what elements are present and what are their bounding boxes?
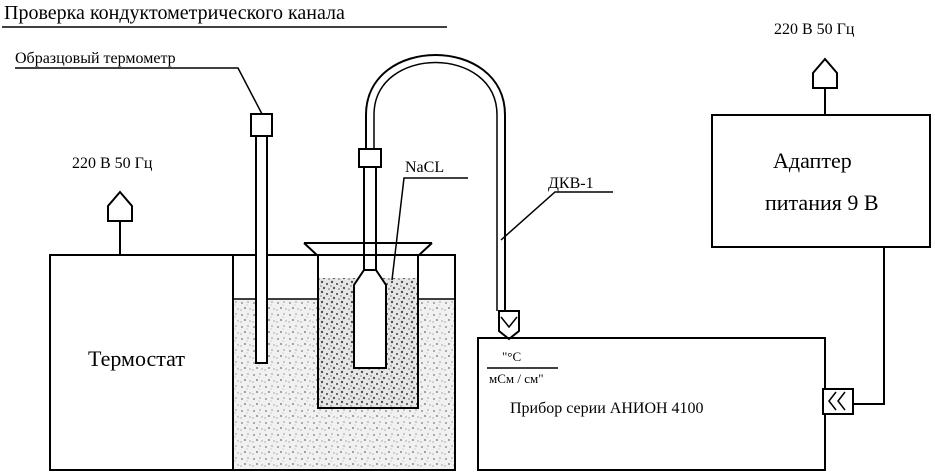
- device-label: Прибор серии АНИОН 4100: [510, 400, 704, 417]
- beaker: [303, 242, 433, 409]
- power-label-left: 220 В 50 Гц: [72, 155, 153, 172]
- power-label-right: 220 В 50 Гц: [774, 21, 855, 38]
- power-connector-chevron: [828, 391, 837, 411]
- thermometer-leader-line: [15, 67, 263, 115]
- power-plug-right-icon: [812, 57, 838, 89]
- thermostat-label: Термостат: [88, 346, 185, 371]
- sensor-cap: [358, 148, 382, 168]
- power-connector-chevron-2: [837, 391, 846, 411]
- reference-thermometer-label: Образцовый термометр: [15, 50, 176, 67]
- connector-chevron: [500, 316, 518, 329]
- device-input-connector: [498, 310, 520, 341]
- adapter-label-line1: Адаптер: [773, 148, 852, 173]
- reference-thermometer: [255, 135, 268, 364]
- reference-thermometer-cap: [250, 113, 273, 137]
- power-adapter: [711, 114, 931, 248]
- adapter-label-line2: питания 9 В: [765, 190, 879, 215]
- power-plug-left-icon: [107, 190, 133, 222]
- display-units-bottom: мСм / см": [489, 371, 544, 386]
- cable-leader-line: [500, 191, 613, 241]
- thermostat-body: [49, 254, 456, 471]
- display-units-top: "°C: [502, 349, 521, 364]
- sensor-cable-inner: [373, 61, 498, 311]
- diagram-title: Проверка кондуктометрического канала: [4, 2, 345, 24]
- sensor-cable: [365, 54, 506, 311]
- adapter-output-cable: [853, 247, 885, 405]
- cable-label: ДКВ-1: [548, 175, 594, 192]
- nacl-leader-line: [391, 177, 468, 281]
- nacl-label: NaCL: [405, 159, 444, 176]
- conductivity-sensor: [353, 269, 387, 369]
